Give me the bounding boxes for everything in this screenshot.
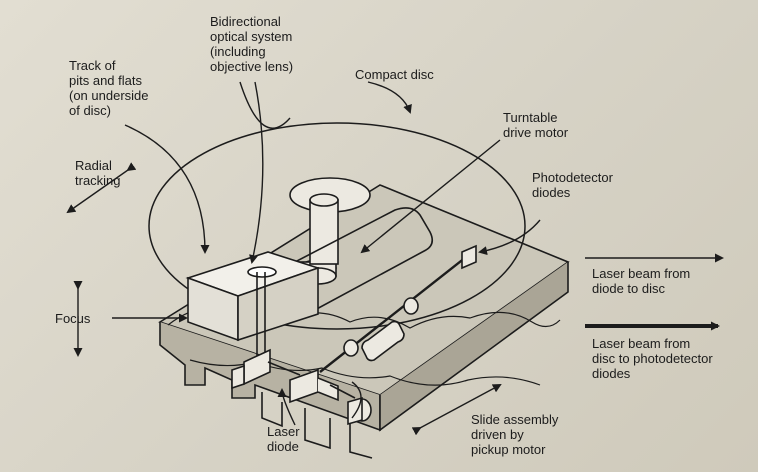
label-laser-diode: Laser diode bbox=[267, 424, 300, 454]
label-photodetector: Photodetector diodes bbox=[532, 170, 613, 200]
slide-arrow bbox=[411, 384, 502, 436]
label-slide-assembly: Slide assembly driven by pickup motor bbox=[471, 412, 559, 457]
legend-to-detector-text: Laser beam from disc to photodetector di… bbox=[592, 336, 713, 381]
label-focus: Focus bbox=[55, 311, 91, 326]
compact-disc bbox=[148, 122, 526, 330]
optical-pickup-block bbox=[185, 251, 321, 342]
legend-to-disc-text: Laser beam from diode to disc bbox=[592, 266, 691, 296]
radial-tracking-arrow bbox=[66, 162, 137, 214]
label-compact-disc: Compact disc bbox=[355, 67, 434, 82]
label-track-of-pits: Track of pits and flats (on underside of… bbox=[69, 58, 149, 118]
label-optical-system: Bidirectional optical system (including … bbox=[210, 14, 294, 74]
leader-lines bbox=[124, 81, 541, 426]
label-radial-tracking: Radial tracking bbox=[75, 158, 121, 188]
label-turntable-motor: Turntable drive motor bbox=[503, 110, 569, 140]
beam-path bbox=[231, 244, 477, 426]
guide-rail bbox=[269, 207, 434, 319]
